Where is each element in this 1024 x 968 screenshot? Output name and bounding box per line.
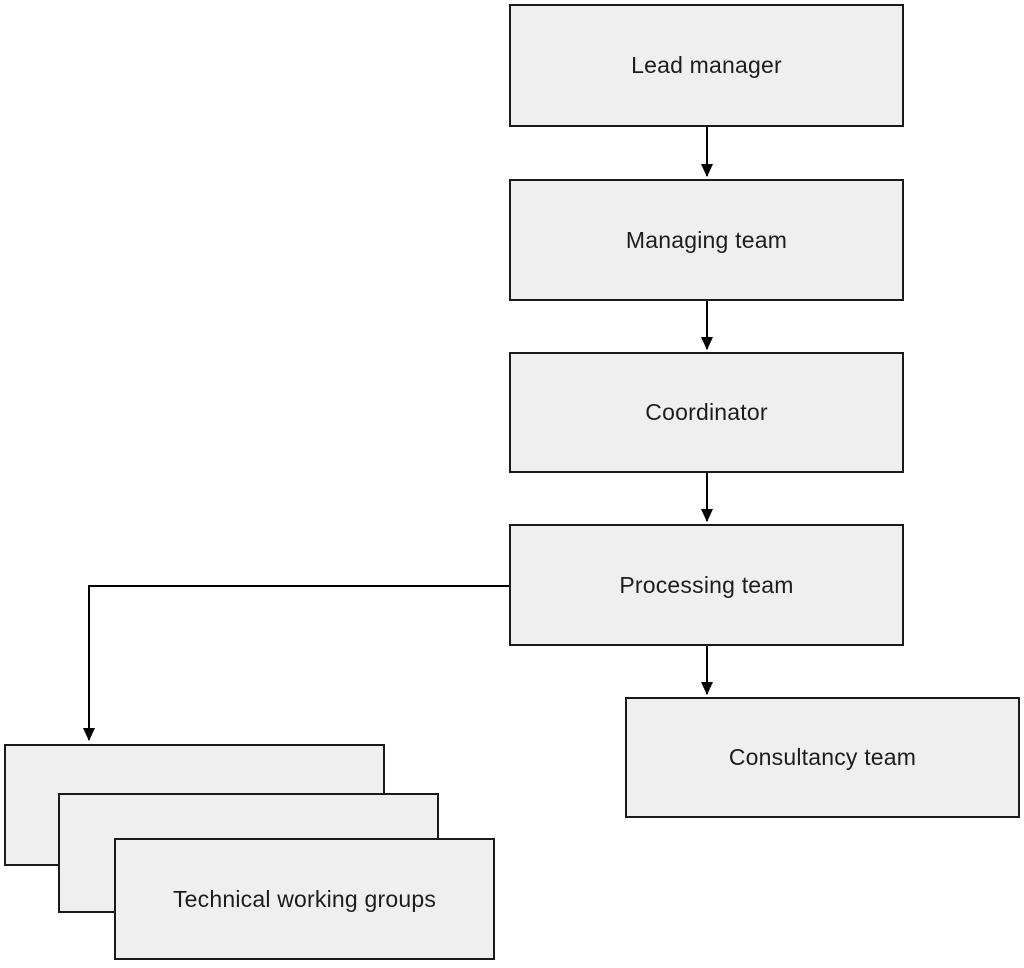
node-consultancy-team: Consultancy team: [625, 697, 1020, 818]
node-consultancy-team-label: Consultancy team: [728, 744, 917, 770]
edge-processing-to-technical-groups: [83, 585, 510, 741]
node-processing-team-label: Processing team: [619, 571, 794, 598]
node-processing-team: Processing team: [509, 524, 904, 646]
node-coordinator-label: Coordinator: [645, 399, 768, 425]
node-lead-manager-label: Lead manager: [631, 52, 782, 78]
node-managing-team-label: Managing team: [625, 226, 788, 253]
node-coordinator: Coordinator: [509, 352, 904, 473]
node-technical-working-groups: Technical working groups: [114, 838, 495, 960]
node-lead-manager: Lead manager: [509, 4, 904, 127]
node-managing-team: Managing team: [509, 179, 904, 301]
node-technical-working-groups-label: Technical working groups: [172, 885, 437, 912]
